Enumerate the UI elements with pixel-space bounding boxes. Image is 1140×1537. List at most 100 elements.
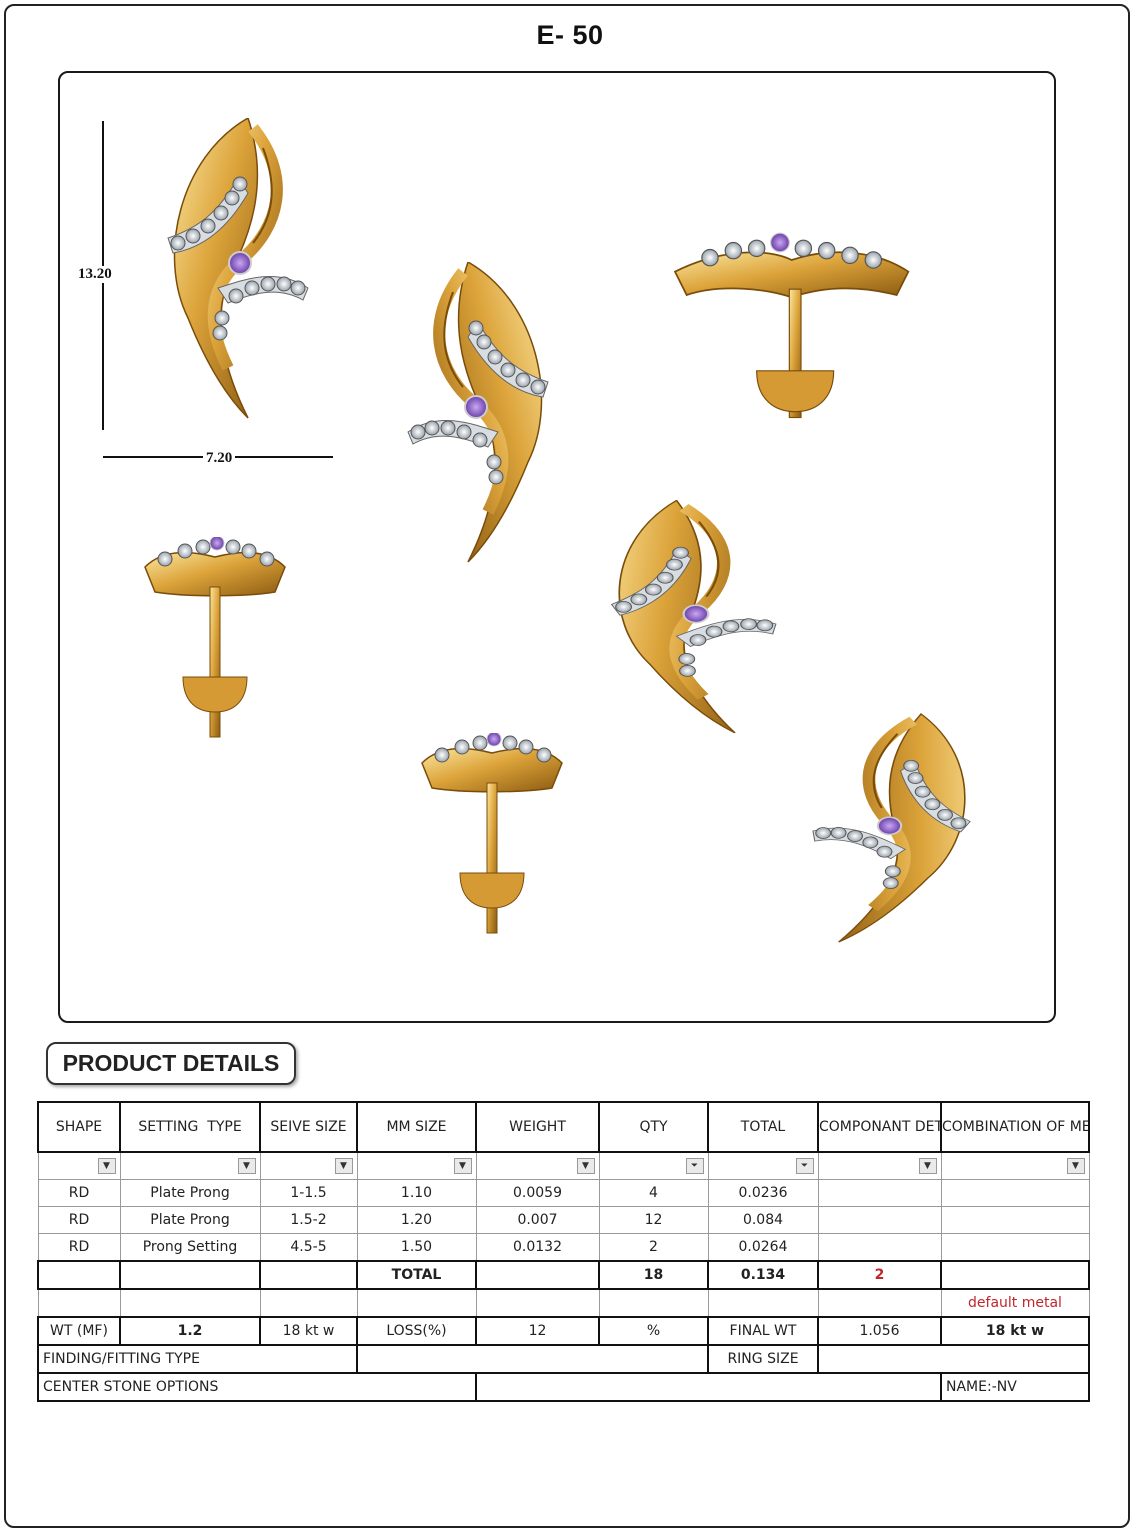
earring-top-view — [674, 232, 910, 419]
center-stone-row: CENTER STONE OPTIONS NAME:-NV — [37, 1372, 1090, 1402]
finding-value — [356, 1344, 709, 1374]
filter-dropdown-icon[interactable]: ▼ — [453, 1158, 472, 1174]
filter-active-icon[interactable]: ⏷ — [685, 1158, 704, 1174]
product-details-table: SHAPE SETTING TYPE SEIVE SIZE MM SIZE WE… — [37, 1101, 1090, 1402]
cell-empty — [707, 1288, 819, 1318]
metal-value: 18 kt w — [259, 1316, 358, 1346]
wt-mf-label: WT (MF) — [37, 1316, 121, 1346]
cell-weight: 0.0059 — [475, 1179, 600, 1207]
cell-empty — [940, 1260, 1090, 1290]
page-title: E- 50 — [536, 20, 604, 50]
filter-cell: ▼ — [259, 1151, 358, 1180]
center-stone-value — [475, 1372, 942, 1402]
product-image-frame — [58, 71, 1056, 1023]
ring-size-label: RING SIZE — [707, 1344, 819, 1374]
header-seive-size: SEIVE SIZE — [259, 1101, 358, 1153]
table-row: RD Plate Prong 1-1.5 1.10 0.0059 4 0.023… — [37, 1179, 1090, 1207]
cell-metal — [940, 1233, 1090, 1262]
earring-side-view-left — [144, 537, 286, 738]
filter-cell: ▼ — [119, 1151, 261, 1180]
total-weight: 0.134 — [707, 1260, 819, 1290]
filter-cell: ▼ — [940, 1151, 1090, 1180]
percent-sign: % — [598, 1316, 709, 1346]
filter-dropdown-icon[interactable]: ▼ — [334, 1158, 353, 1174]
finding-label: FINDING/FITTING TYPE — [37, 1344, 358, 1374]
earring-angled-view — [605, 500, 790, 740]
cell-metal — [940, 1206, 1090, 1234]
cell-seive-size: 4.5-5 — [259, 1233, 358, 1262]
loss-value: 12 — [475, 1316, 600, 1346]
cell-empty — [817, 1288, 942, 1318]
cell-setting-type: Plate Prong — [119, 1206, 261, 1234]
cell-weight: 0.007 — [475, 1206, 600, 1234]
cell-shape: RD — [37, 1206, 121, 1234]
earring-side-view-bottom — [421, 733, 563, 934]
filter-cell: ⏷ — [707, 1151, 819, 1180]
cell-mm-size: 1.50 — [356, 1233, 477, 1262]
height-dimension-label: 13.20 — [78, 266, 112, 283]
filter-dropdown-icon[interactable]: ▼ — [918, 1158, 937, 1174]
earring-perspective-view — [393, 262, 558, 567]
filter-active-icon[interactable]: ⏷ — [795, 1158, 814, 1174]
total-label: TOTAL — [356, 1260, 477, 1290]
total-components: 2 — [817, 1260, 942, 1290]
header-shape: SHAPE — [37, 1101, 121, 1153]
cell-empty — [475, 1288, 600, 1318]
loss-label: LOSS(%) — [356, 1316, 477, 1346]
earring-front-view — [158, 118, 323, 423]
filter-cell: ▼ — [37, 1151, 121, 1180]
cell-setting-type: Plate Prong — [119, 1179, 261, 1207]
finding-row: FINDING/FITTING TYPE RING SIZE — [37, 1344, 1090, 1374]
cell-qty: 4 — [598, 1179, 709, 1207]
filter-cell: ▼ — [356, 1151, 477, 1180]
total-qty: 18 — [598, 1260, 709, 1290]
cell-empty — [259, 1288, 358, 1318]
filter-dropdown-icon[interactable]: ▼ — [97, 1158, 116, 1174]
final-wt-value: 1.056 — [817, 1316, 942, 1346]
header-mm-size: MM SIZE — [356, 1101, 477, 1153]
cell-setting-type: Prong Setting — [119, 1233, 261, 1262]
cell-componant — [817, 1206, 942, 1234]
cell-empty — [475, 1260, 600, 1290]
cell-empty — [598, 1288, 709, 1318]
cell-weight: 0.0132 — [475, 1233, 600, 1262]
ring-size-value — [817, 1344, 1090, 1374]
cell-empty — [259, 1260, 358, 1290]
cell-shape: RD — [37, 1179, 121, 1207]
cell-componant — [817, 1233, 942, 1262]
page-border — [4, 4, 1130, 1528]
cell-metal — [940, 1179, 1090, 1207]
center-stone-label: CENTER STONE OPTIONS — [37, 1372, 477, 1402]
default-metal-note: default metal — [940, 1288, 1090, 1318]
earring-tilted-view — [800, 712, 975, 952]
filter-dropdown-icon[interactable]: ▼ — [1066, 1158, 1085, 1174]
cell-total: 0.084 — [707, 1206, 819, 1234]
cell-total: 0.0236 — [707, 1179, 819, 1207]
cell-empty — [356, 1288, 477, 1318]
filter-row: ▼ ▼ ▼ ▼ ▼ ⏷ ⏷ ▼ ▼ — [37, 1151, 1090, 1180]
final-wt-label: FINAL WT — [707, 1316, 819, 1346]
cell-componant — [817, 1179, 942, 1207]
filter-dropdown-icon[interactable]: ▼ — [576, 1158, 595, 1174]
header-qty: QTY — [598, 1101, 709, 1153]
cell-empty — [37, 1288, 121, 1318]
final-metal-value: 18 kt w — [940, 1316, 1090, 1346]
cell-seive-size: 1-1.5 — [259, 1179, 358, 1207]
cell-empty — [37, 1260, 121, 1290]
product-details-heading: PRODUCT DETAILS — [46, 1042, 296, 1085]
cell-mm-size: 1.10 — [356, 1179, 477, 1207]
filter-cell: ⏷ — [598, 1151, 709, 1180]
cell-mm-size: 1.20 — [356, 1206, 477, 1234]
header-total: TOTAL — [707, 1101, 819, 1153]
filter-cell: ▼ — [475, 1151, 600, 1180]
wt-mf-value: 1.2 — [119, 1316, 261, 1346]
total-row: TOTAL 18 0.134 2 — [37, 1260, 1090, 1290]
header-componant-details: COMPONANT DETAILS — [817, 1101, 942, 1153]
cell-shape: RD — [37, 1233, 121, 1262]
cell-empty — [119, 1288, 261, 1318]
header-weight: WEIGHT — [475, 1101, 600, 1153]
filter-dropdown-icon[interactable]: ▼ — [237, 1158, 256, 1174]
default-metal-row: default metal — [37, 1288, 1090, 1318]
cell-seive-size: 1.5-2 — [259, 1206, 358, 1234]
cell-qty: 12 — [598, 1206, 709, 1234]
